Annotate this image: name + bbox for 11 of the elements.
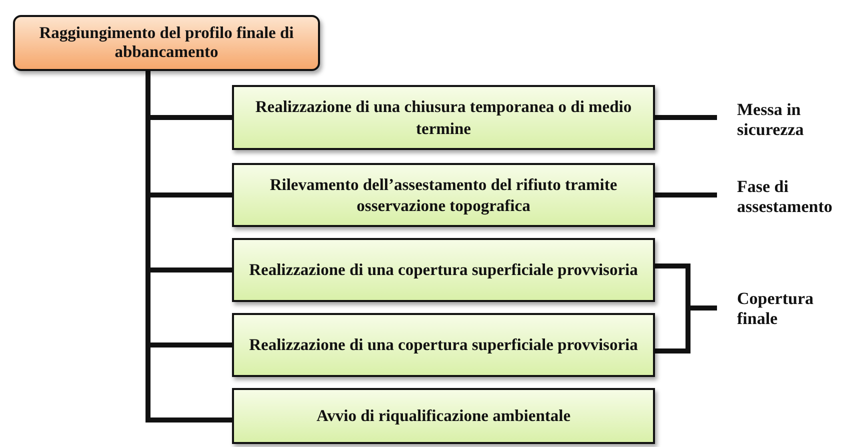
connector-line <box>655 192 717 198</box>
phase-label: Copertura finale <box>737 288 814 330</box>
connector-line <box>655 115 717 120</box>
root-box: Raggiungimento del profilo finale di abbancamento <box>13 15 320 71</box>
process-box: Avvio di riqualificazione ambientale <box>232 388 655 444</box>
phase-label: Fase di assestamento <box>737 176 834 218</box>
phase-label: Messa in sicurezza <box>737 100 805 140</box>
process-box: Rilevamento dell’assestamento del rifiuto tramite osservazione topografica <box>232 163 655 227</box>
process-box: Realizzazione di una copertura superficiale provvisoria <box>232 313 655 377</box>
process-box: Realizzazione di una chiusura temporanea o di medio termine <box>232 85 655 150</box>
process-box: Realizzazione di una copertura superficiale provvisoria <box>232 238 655 302</box>
